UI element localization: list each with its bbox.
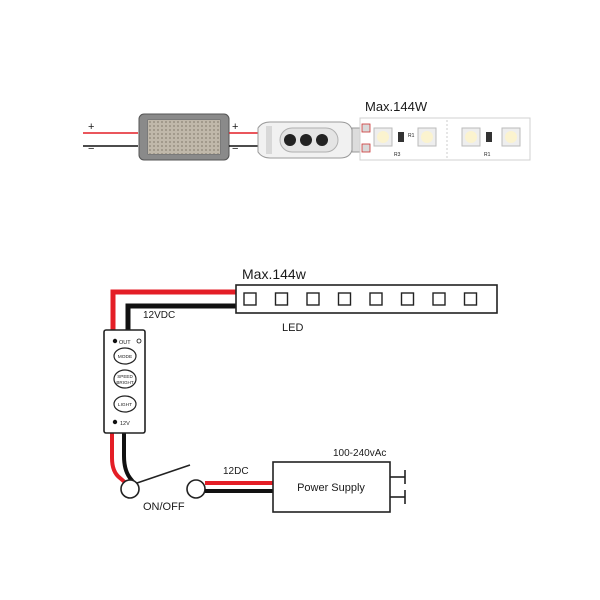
voltage-label: 12VDC xyxy=(143,310,175,321)
strip-red-wire xyxy=(110,289,237,330)
top-mid-plus-sign: + xyxy=(232,121,238,133)
led-cell xyxy=(243,292,257,306)
light-button-label: LIGHT xyxy=(118,402,132,408)
led-cells xyxy=(243,292,478,306)
switch-lever[interactable] xyxy=(136,464,191,484)
led-cell xyxy=(274,292,289,306)
power-supply xyxy=(272,461,391,513)
led-cell xyxy=(337,292,352,306)
top-left-minus-sign: − xyxy=(88,143,94,155)
led-cell xyxy=(369,292,383,306)
switch-terminal-right xyxy=(186,479,206,499)
led-label: LED xyxy=(282,322,303,334)
top-controller-photo xyxy=(257,121,353,159)
light-button[interactable] xyxy=(113,395,137,413)
switch-label: ON/OFF xyxy=(143,501,185,513)
top-strip-max-label: Max.144W xyxy=(365,99,428,114)
led-cell xyxy=(463,292,478,306)
led-cell xyxy=(432,292,446,306)
schematic: Max.144w LED 12VDC OUT MODE SPEED BRIGHT… xyxy=(103,266,498,513)
speed-button-label-1: SPEED xyxy=(117,374,133,379)
power-supply-label: Power Supply xyxy=(297,482,365,494)
strip-mark-1: R3 xyxy=(394,152,401,158)
mode-button[interactable] xyxy=(113,347,137,365)
schematic-strip-max-label: Max.144w xyxy=(242,266,307,282)
top-led-strip-photo: R3 R1 R1 xyxy=(359,117,531,161)
strip-mark-3: R1 xyxy=(484,152,491,158)
strip-mark-2: R1 xyxy=(408,133,415,139)
switch-terminal-left xyxy=(120,479,140,499)
top-power-supply-photo xyxy=(138,113,230,161)
mode-button-label: MODE xyxy=(118,354,132,360)
controller: OUT MODE SPEED BRIGHT LIGHT 12V xyxy=(103,329,146,434)
strip-black-wire xyxy=(125,303,237,330)
led-cell xyxy=(306,292,320,306)
speed-bright-button[interactable] xyxy=(113,369,137,389)
top-mid-minus-sign: − xyxy=(232,143,238,155)
controller-in-label: 12V xyxy=(120,421,130,427)
top-photo-row: + − + − xyxy=(83,99,531,161)
ac-input-label: 100-240vAc xyxy=(333,448,386,459)
dc-label: 12DC xyxy=(223,466,249,477)
led-cell xyxy=(400,292,415,306)
switch-black-wire xyxy=(122,432,136,485)
switch-red-wire xyxy=(110,432,129,486)
controller-out-label: OUT xyxy=(119,340,131,346)
top-left-plus-sign: + xyxy=(88,121,94,133)
speed-button-label-2: BRIGHT xyxy=(116,380,134,385)
